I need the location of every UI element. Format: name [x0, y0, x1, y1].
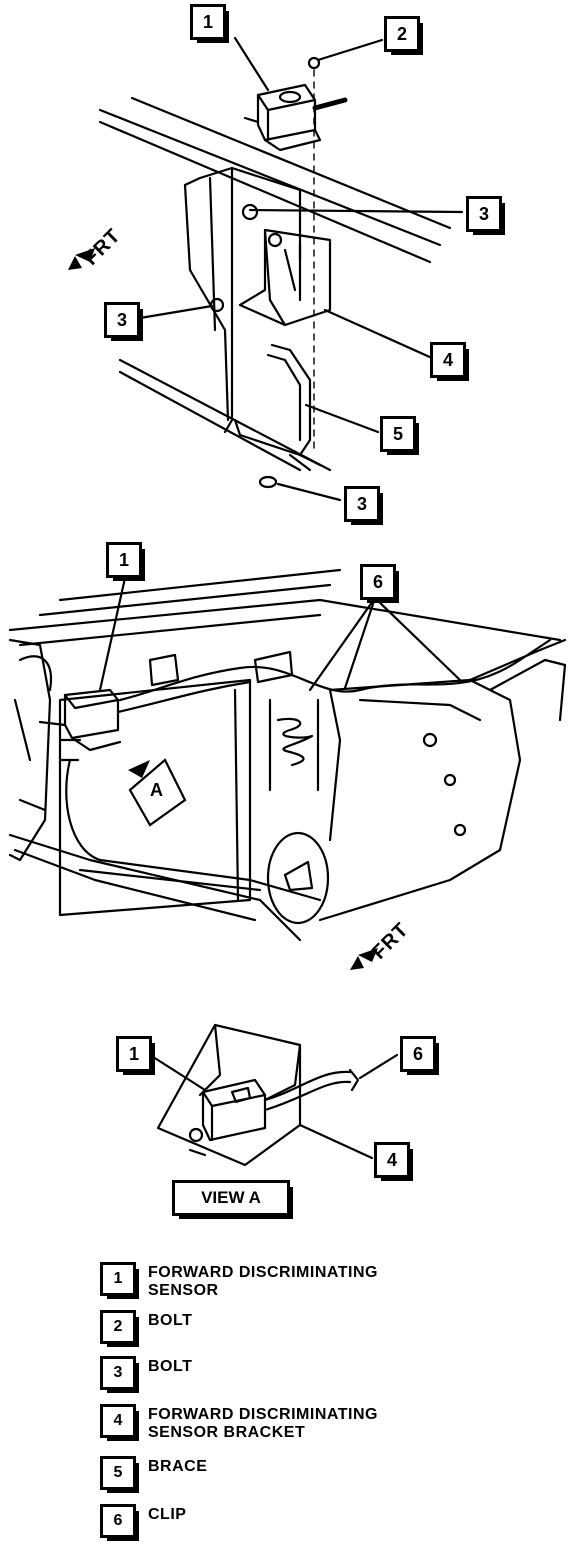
legend-label: BRACE: [148, 1458, 208, 1475]
view-a-label: VIEW A: [172, 1180, 293, 1219]
legend-number: 6: [100, 1504, 139, 1541]
legend-number: 3: [100, 1356, 139, 1393]
mount-plate: [266, 831, 330, 925]
callout-6-view-a: 6: [400, 1036, 439, 1075]
legend-number: 1: [100, 1262, 139, 1299]
inset-a-marker: [128, 758, 187, 827]
legend-number: 2: [100, 1310, 139, 1347]
frt-arrow-icon-2: [358, 948, 378, 962]
legend-label: BOLT: [148, 1312, 193, 1329]
callout-1-view-a: 1: [116, 1036, 155, 1075]
bolt-icon: [307, 56, 321, 70]
legend-label: FORWARD DISCRIMINATING SENSOR: [148, 1264, 378, 1299]
callout-3-bottom: 3: [344, 486, 383, 525]
view-a-detail: [148, 1023, 399, 1167]
callout-5-top: 5: [380, 416, 419, 455]
top-exploded-view: [98, 36, 464, 502]
bracket: [238, 228, 332, 327]
legend-number: 4: [100, 1404, 139, 1441]
callout-1-top: 1: [190, 4, 229, 43]
callout-3-top: 3: [466, 196, 505, 235]
callout-2-top: 2: [384, 16, 423, 55]
callout-4-top: 4: [430, 342, 469, 381]
brace: [270, 343, 312, 457]
callout-3-left: 3: [104, 302, 143, 341]
callout-4-view-a: 4: [374, 1142, 413, 1181]
inset-a-letter: A: [150, 780, 163, 800]
legend-label: BOLT: [148, 1358, 193, 1375]
sensor-detail: [201, 1078, 267, 1142]
legend-label: FORWARD DISCRIMINATING SENSOR BRACKET: [148, 1406, 378, 1441]
legend-label: CLIP: [148, 1506, 187, 1523]
callout-6-middle: 6: [360, 564, 399, 603]
legend-number: 5: [100, 1456, 139, 1493]
frt-arrow-icon: [75, 248, 95, 262]
middle-installed-view: [8, 568, 567, 942]
callout-1-middle: 1: [106, 542, 145, 581]
